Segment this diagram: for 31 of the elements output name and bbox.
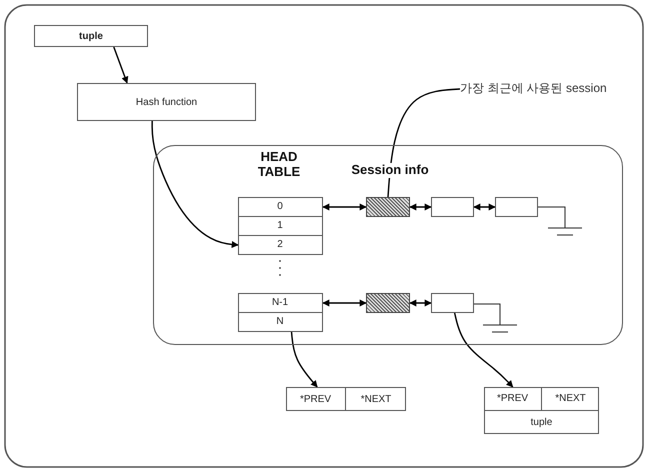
record-field: tuple: [484, 410, 599, 434]
session-box: [430, 292, 474, 312]
process-box: Hash function: [77, 83, 256, 121]
arrow: [151, 121, 239, 248]
arrow: [454, 312, 514, 388]
record-field: *PREV: [286, 387, 346, 411]
hash-table-container: [153, 145, 623, 345]
pointer-record: [286, 387, 406, 411]
table-cell: N: [238, 312, 322, 332]
table-cell: 1: [238, 216, 322, 236]
record-field: *NEXT: [542, 387, 599, 411]
annotation-text: 가장 최근에 사용된 session: [460, 78, 649, 98]
hatched-session-box: [366, 292, 410, 312]
record-field: *NEXT: [346, 387, 406, 411]
hatched-session-box: [366, 196, 410, 216]
arrow: [322, 300, 367, 306]
session-box: [494, 196, 538, 216]
leader-line: [387, 88, 460, 198]
table-cell: N-1: [238, 292, 322, 312]
arrow: [322, 204, 367, 210]
table-cell: 0: [238, 196, 322, 216]
table-cell: 2: [238, 234, 322, 254]
input-box: tuple: [34, 25, 148, 47]
session-box: [430, 196, 474, 216]
arrow: [473, 204, 496, 210]
session-record: [484, 387, 599, 434]
record-field: *PREV: [484, 387, 542, 411]
arrow: [113, 46, 128, 84]
arrow: [409, 300, 432, 306]
arrow: [290, 332, 318, 388]
arrow: [409, 204, 432, 210]
